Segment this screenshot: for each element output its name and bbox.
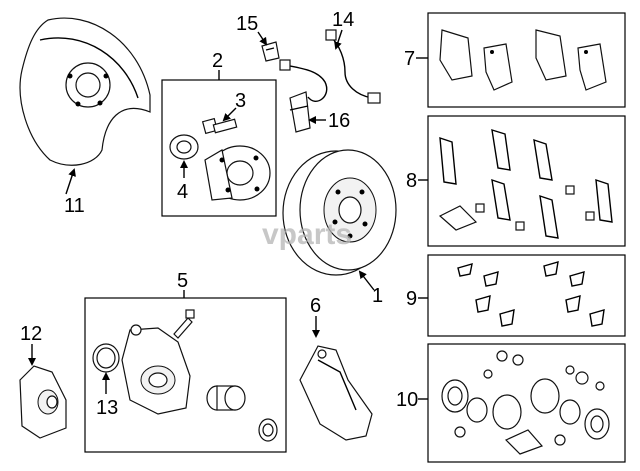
- cylinder-kit-box: [427, 343, 626, 463]
- callout-14: 14: [332, 9, 354, 31]
- callout-12: 12: [20, 323, 42, 345]
- pad-set-box: [427, 12, 626, 108]
- brake-rotor-part-1[interactable]: [282, 149, 397, 276]
- caliper-piston[interactable]: [206, 385, 278, 442]
- fitting-kit-box: [427, 115, 626, 247]
- piston-seal-part-13[interactable]: [92, 343, 120, 373]
- caliper-kit-box: [84, 297, 287, 453]
- callout-2: 2: [212, 50, 223, 72]
- anti-squeal-shim-kit-part-9[interactable]: [457, 261, 605, 327]
- callout-11: 11: [64, 195, 85, 217]
- callout-15: 15: [236, 13, 258, 35]
- hose-bracket-part-16[interactable]: [289, 91, 311, 133]
- watermark-logo: vparts: [262, 218, 352, 251]
- callout-4: 4: [177, 181, 188, 203]
- callout-8: 8: [406, 170, 417, 192]
- brake-pads-part-7[interactable]: [439, 29, 607, 91]
- callout-10: 10: [396, 389, 418, 411]
- leader-lines: [28, 29, 428, 400]
- callout-7: 7: [404, 48, 415, 70]
- brake-hose-part-14[interactable]: [279, 29, 381, 104]
- shim-kit-box: [427, 254, 626, 337]
- hub-bearing-part-2[interactable]: [204, 145, 271, 201]
- dust-cover-part-11[interactable]: [19, 17, 151, 166]
- pad-fitting-kit-part-8[interactable]: [438, 129, 613, 239]
- hub-bolt-part-3[interactable]: [201, 117, 238, 135]
- callout-5: 5: [177, 270, 188, 292]
- callout-1: 1: [372, 285, 383, 307]
- cylinder-kit-part-10[interactable]: [441, 350, 610, 455]
- bearing-ring-part-4[interactable]: [169, 134, 199, 160]
- callout-9: 9: [406, 288, 417, 310]
- hose-clip-part-15[interactable]: [261, 41, 280, 62]
- callout-13: 13: [96, 397, 118, 419]
- bleeder-screw[interactable]: [173, 309, 195, 339]
- callout-16: 16: [328, 110, 350, 132]
- caliper-bracket-part-6[interactable]: [299, 345, 373, 441]
- callout-6: 6: [310, 295, 321, 317]
- caliper-housing-part-12[interactable]: [19, 365, 67, 439]
- callout-3: 3: [235, 90, 246, 112]
- brake-caliper-part-5[interactable]: [121, 324, 191, 415]
